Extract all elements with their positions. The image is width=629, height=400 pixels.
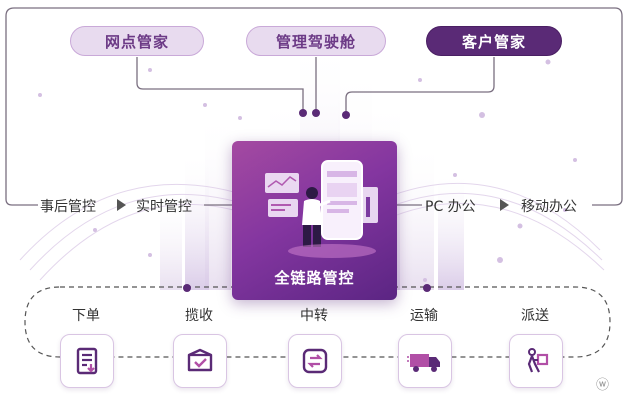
truck-icon xyxy=(407,354,440,372)
flow-label-pc-office: PC 办公 xyxy=(425,199,476,215)
step-label-transfer: 中转 xyxy=(300,308,328,324)
flow-arrow-icon xyxy=(500,199,509,211)
package-check-icon xyxy=(187,348,213,372)
person-phone-illustration-icon xyxy=(265,160,378,258)
watermark-icon: ⓦ xyxy=(596,378,610,393)
flow-label-realtime-control: 实时管控 xyxy=(136,199,192,215)
flow-label-post-control: 事后管控 xyxy=(40,199,96,215)
step-label-order: 下单 xyxy=(72,308,100,324)
step-label-delivery: 派送 xyxy=(521,308,549,324)
step-order[interactable] xyxy=(60,334,114,388)
transfer-arrows-icon xyxy=(302,348,328,374)
center-title: 全链路管控 xyxy=(274,269,355,287)
role-pill-management-cockpit[interactable]: 管理驾驶舱 xyxy=(246,26,386,56)
step-delivery[interactable] xyxy=(509,334,563,388)
role-pill-outlet-manager[interactable]: 网点管家 xyxy=(70,26,204,56)
step-transfer[interactable] xyxy=(288,334,342,388)
step-pickup[interactable] xyxy=(173,334,227,388)
courier-delivery-icon xyxy=(527,348,549,373)
step-transport[interactable] xyxy=(398,334,452,388)
step-label-pickup: 揽收 xyxy=(185,308,213,324)
order-list-icon xyxy=(76,347,98,375)
step-label-transport: 运输 xyxy=(410,308,438,324)
role-pill-customer-manager[interactable]: 客户管家 xyxy=(426,26,562,56)
flow-arrow-icon xyxy=(117,199,126,211)
center-platform-card: 全链路管控 xyxy=(232,141,397,300)
flow-label-mobile-office: 移动办公 xyxy=(521,199,577,215)
